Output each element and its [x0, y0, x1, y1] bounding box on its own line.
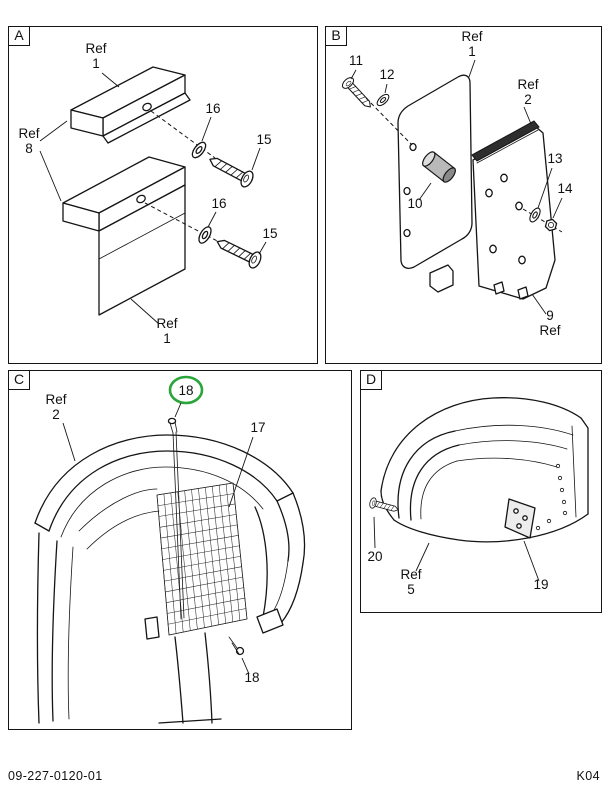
part-label: 18 [244, 670, 259, 685]
document-number: 09-227-0120-01 [8, 769, 103, 783]
screw-20 [368, 496, 400, 516]
part-label: 11 [349, 53, 363, 68]
part-label: 9 [546, 308, 554, 323]
leader-ref-plate1 [468, 59, 476, 78]
corner-bracket [504, 498, 536, 539]
part-label: Ref [400, 567, 421, 582]
bolt-11 [339, 75, 376, 112]
spacer-cylinder [422, 151, 456, 183]
panel-b-illustration: 11 12 Ref 1 Ref 2 10 13 14 9 Ref [339, 29, 573, 338]
part-label: 13 [547, 151, 562, 166]
part-label: Ref [18, 126, 39, 141]
leader-rod-bottom [241, 657, 250, 675]
leader-bolt [350, 69, 357, 80]
mounting-plate-1 [397, 74, 473, 293]
assembly-axis-upper [150, 110, 216, 159]
leader-screw-lower [258, 241, 267, 255]
leader-washer-upper [201, 116, 212, 142]
panel-c-illustration: Ref 2 18 17 18 [34, 375, 306, 724]
leader-nut [552, 197, 563, 219]
part-label: 15 [256, 132, 271, 147]
part-label: 1 [163, 331, 171, 346]
bracket-lower [62, 156, 186, 316]
leader-ref-panel [415, 542, 430, 572]
part-label: 1 [468, 44, 476, 59]
leader-bracket [523, 540, 540, 582]
panel-a-illustration: Ref 1 16 15 Ref 8 16 15 Ref 1 [18, 41, 277, 346]
part-label: 20 [367, 549, 382, 564]
part-label: 10 [407, 196, 422, 211]
leader-spacer [418, 182, 432, 201]
assembly-axis-bolt [365, 97, 413, 146]
part-label: 2 [52, 407, 60, 422]
retaining-rod [167, 417, 185, 620]
washer-upper [189, 139, 209, 161]
part-label: Ref [461, 29, 482, 44]
cab-corner-rear [380, 397, 589, 543]
leader-ref-top [101, 72, 120, 88]
part-label: 17 [250, 420, 265, 435]
part-label: Ref [539, 323, 560, 338]
leader-washer2 [537, 167, 553, 209]
part-label: 15 [262, 226, 277, 241]
panel-c: C [8, 370, 352, 730]
leader-washer [384, 83, 388, 94]
leader-screw [373, 516, 376, 549]
bracket-upper [70, 66, 191, 144]
panel-a-letter: A [9, 27, 30, 46]
leader-ref-left [39, 120, 68, 202]
leader-ref-bottom [130, 298, 160, 325]
leader-rod-top [174, 402, 182, 418]
page-code: K04 [576, 769, 600, 783]
leader-washer-lower [207, 211, 217, 228]
washer-12 [374, 91, 392, 109]
part-label: 12 [379, 67, 394, 82]
leader-bracket [531, 293, 547, 315]
leader-mesh [228, 436, 254, 508]
washer-lower [195, 224, 215, 246]
panel-d: D [360, 370, 602, 613]
part-label: 1 [92, 56, 100, 71]
part-label-highlighted: 18 [178, 383, 193, 398]
panel-d-illustration: 20 Ref 5 19 [367, 397, 589, 597]
part-label: 16 [211, 196, 226, 211]
parts-diagram-page: A [0, 18, 610, 795]
leader-screw-upper [251, 147, 261, 171]
part-label: 16 [205, 101, 220, 116]
part-label: 2 [524, 92, 532, 107]
mesh-screen [156, 482, 248, 636]
panel-b-letter: B [326, 27, 347, 46]
part-label: 5 [407, 582, 415, 597]
leader-ref-plate2 [523, 106, 532, 125]
screw-lower [212, 233, 264, 271]
part-label: Ref [45, 392, 66, 407]
part-label: Ref [517, 77, 538, 92]
panel-d-letter: D [361, 371, 382, 390]
part-label: 14 [557, 181, 573, 196]
part-label: 8 [25, 141, 33, 156]
part-label: Ref [85, 41, 106, 56]
leader-ref-panel [62, 422, 76, 462]
highlight-circle-18 [168, 375, 204, 405]
retaining-pin-lower [228, 636, 245, 656]
panel-c-letter: C [9, 371, 30, 390]
part-label: Ref [156, 316, 177, 331]
part-label: 19 [533, 577, 548, 592]
cab-corner-panel [34, 434, 306, 724]
panel-a: A [8, 26, 318, 364]
mounting-plate-2 [471, 120, 556, 300]
panel-b: B [325, 26, 602, 364]
